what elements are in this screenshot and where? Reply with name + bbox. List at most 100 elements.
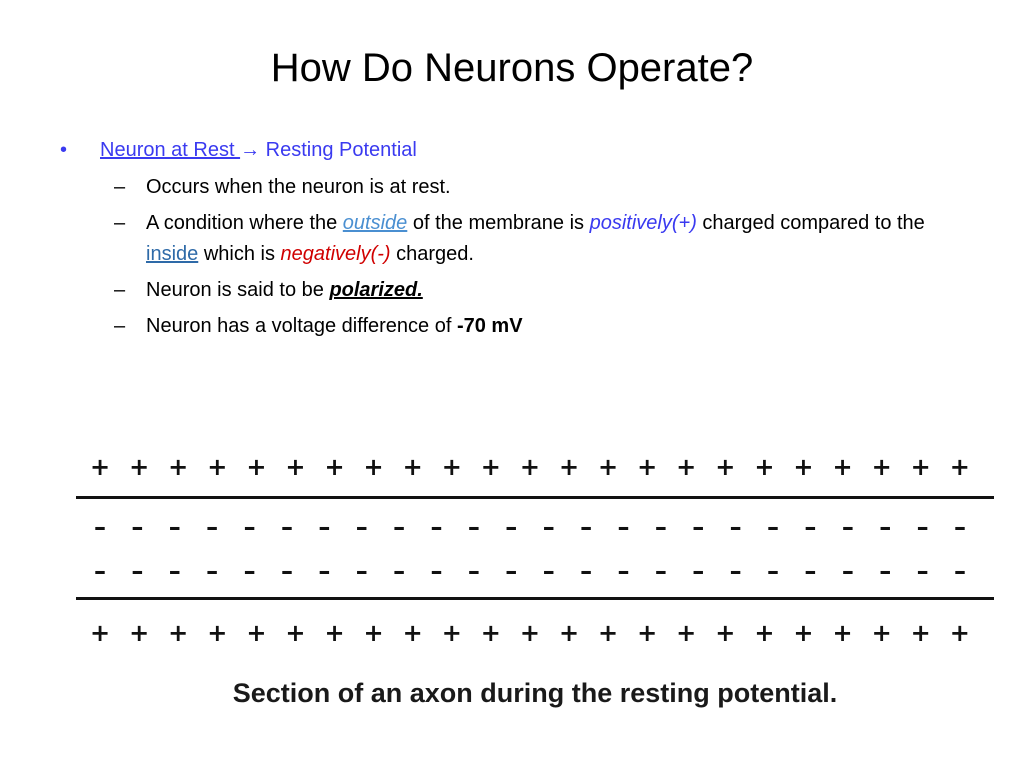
positive-charge-sign: + xyxy=(871,453,892,481)
negative-charge-sign: – xyxy=(280,557,293,585)
negative-charge-sign: – xyxy=(953,557,966,585)
negative-charge-sign: – xyxy=(168,557,181,585)
subbullet-item: – A condition where the outside of the m… xyxy=(58,208,958,270)
positive-charge-sign: + xyxy=(558,453,580,481)
negative-charge-sign: – xyxy=(841,513,854,541)
negative-charge-sign: – xyxy=(430,513,443,541)
negative-charge-sign: – xyxy=(841,557,854,585)
bullet-list: • Neuron at Rest → Resting Potential – O… xyxy=(58,136,958,347)
positive-charge-sign: + xyxy=(480,619,501,647)
inner-minus-row-bottom: –––––––––––––––––––––––– xyxy=(90,556,970,586)
subbullet-text: Occurs when the neuron is at rest. xyxy=(146,176,451,198)
membrane-line-top xyxy=(76,496,994,499)
bullet-neuron-at-rest: • Neuron at Rest → Resting Potential xyxy=(58,136,958,164)
positive-charge-sign: + xyxy=(871,619,892,647)
positive-charge-sign: + xyxy=(129,453,150,481)
positive-charge-sign: + xyxy=(324,453,345,481)
neuron-at-rest-link[interactable]: Neuron at Rest xyxy=(100,139,241,161)
negative-charge-sign: – xyxy=(243,513,256,541)
positive-charge-sign: + xyxy=(441,619,462,647)
positive-charge-sign: + xyxy=(832,619,853,647)
negative-charge-sign: – xyxy=(505,513,518,541)
negative-charge-sign: – xyxy=(131,557,144,585)
positive-charge-sign: + xyxy=(949,453,970,481)
negative-charge-sign: – xyxy=(804,513,817,541)
inner-minus-row-top: –––––––––––––––––––––––– xyxy=(90,512,970,542)
inside-link[interactable]: inside xyxy=(146,243,199,265)
subbullet-text: A condition where the xyxy=(146,212,343,234)
negative-charge-sign: – xyxy=(467,513,480,541)
positive-charge-sign: + xyxy=(90,453,111,481)
negative-charge-sign: – xyxy=(916,557,929,585)
subbullet-item: – Neuron is said to be polarized. xyxy=(58,275,958,306)
dash-marker: – xyxy=(114,279,126,301)
negative-charge-sign: – xyxy=(580,557,593,585)
negative-charge-sign: – xyxy=(280,513,293,541)
negative-charge-sign: – xyxy=(542,557,555,585)
positive-charge-sign: + xyxy=(324,619,345,647)
bullet-marker: • xyxy=(60,139,68,161)
positively-text: positively(+) xyxy=(589,212,697,234)
subbullet-text: which is xyxy=(198,243,281,265)
subbullet-text: charged compared to the xyxy=(696,212,925,234)
negative-charge-sign: – xyxy=(542,513,555,541)
positive-charge-sign: + xyxy=(207,619,228,647)
slide-title: How Do Neurons Operate? xyxy=(270,46,754,90)
positive-charge-sign: + xyxy=(129,619,150,647)
negative-charge-sign: – xyxy=(692,557,705,585)
positive-charge-sign: + xyxy=(558,619,580,647)
negative-charge-sign: – xyxy=(916,513,929,541)
negative-charge-sign: – xyxy=(131,513,144,541)
diagram-caption: Section of an axon during the resting po… xyxy=(232,678,838,708)
negative-charge-sign: – xyxy=(617,513,630,541)
subbullet-text: of the membrane is xyxy=(407,212,590,234)
positive-charge-sign: + xyxy=(207,453,228,481)
positive-charge-sign: + xyxy=(715,453,736,481)
subbullet-item: – Occurs when the neuron is at rest. xyxy=(58,172,958,203)
positive-charge-sign: + xyxy=(598,453,619,481)
positive-charge-sign: + xyxy=(285,619,306,647)
positive-charge-sign: + xyxy=(910,619,931,647)
positive-charge-sign: + xyxy=(637,619,658,647)
positive-charge-sign: + xyxy=(519,453,540,481)
negative-charge-sign: – xyxy=(692,513,705,541)
outer-plus-row-top: +++++++++++++++++++++++ xyxy=(90,452,970,482)
dash-marker: – xyxy=(114,176,126,198)
subbullet-text: charged. xyxy=(390,243,474,265)
negative-charge-sign: – xyxy=(654,557,667,585)
positive-charge-sign: + xyxy=(598,619,619,647)
positive-charge-sign: + xyxy=(402,453,423,481)
dash-marker: – xyxy=(114,212,126,234)
positive-charge-sign: + xyxy=(715,619,736,647)
positive-charge-sign: + xyxy=(90,619,111,647)
negative-charge-sign: – xyxy=(467,557,480,585)
positive-charge-sign: + xyxy=(676,453,697,481)
positive-charge-sign: + xyxy=(363,619,384,647)
outer-plus-row-bottom: +++++++++++++++++++++++ xyxy=(90,618,970,648)
outside-link[interactable]: outside xyxy=(342,212,408,234)
negative-charge-sign: – xyxy=(318,513,331,541)
negative-charge-sign: – xyxy=(953,513,966,541)
negative-charge-sign: – xyxy=(804,557,817,585)
positive-charge-sign: + xyxy=(637,453,658,481)
positive-charge-sign: + xyxy=(793,619,814,647)
negative-charge-sign: – xyxy=(505,557,518,585)
positive-charge-sign: + xyxy=(441,453,462,481)
negative-charge-sign: – xyxy=(580,513,593,541)
positive-charge-sign: + xyxy=(480,453,501,481)
negative-charge-sign: – xyxy=(318,557,331,585)
dash-marker: – xyxy=(114,315,126,337)
negative-charge-sign: – xyxy=(767,513,780,541)
negative-charge-sign: – xyxy=(729,513,742,541)
positive-charge-sign: + xyxy=(832,453,853,481)
negative-charge-sign: – xyxy=(879,513,892,541)
arrow-right-icon: → xyxy=(240,139,261,161)
subbullet-text: Neuron is said to be xyxy=(146,279,330,301)
positive-charge-sign: + xyxy=(949,619,970,647)
negative-charge-sign: – xyxy=(393,513,406,541)
subbullet-item: – Neuron has a voltage difference of -70… xyxy=(58,311,958,342)
negative-charge-sign: – xyxy=(654,513,667,541)
positive-charge-sign: + xyxy=(754,453,775,481)
negative-charge-sign: – xyxy=(206,513,219,541)
positive-charge-sign: + xyxy=(246,619,267,647)
